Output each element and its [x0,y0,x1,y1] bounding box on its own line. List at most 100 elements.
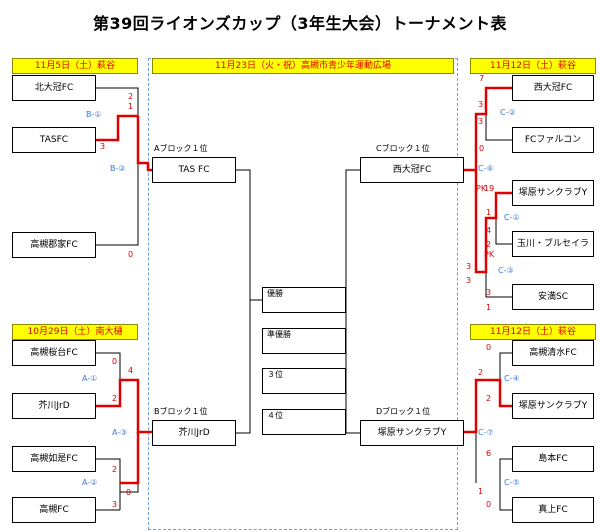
team-block-c-winner: 西大冠FC [360,157,464,183]
line-makami [499,483,512,511]
block-b-label: Bブロック１位 [154,407,208,416]
line-kitaoukan [96,87,139,116]
game-label-c6: C-⑥ [478,164,494,173]
team-takatsuki-fc: 高槻FC [12,497,96,523]
team-akutagawa-jrd: 芥川JrD [12,393,96,419]
team-tasfc: TASFC [12,127,96,153]
runner-up-label: 準優勝 [267,330,291,339]
game-label-c1: C-① [504,213,520,222]
team-takatsuki-sakuradai: 高槻桜台FC [12,340,96,366]
score-c5-top: 6 [486,449,492,458]
game-label-a1: A-① [82,374,98,383]
block-c-label: Cブロック１位 [376,144,430,153]
fourth-place-label: ４位 [267,411,283,420]
line-a-final [236,169,262,301]
line-shimizu [499,352,512,380]
team-tamagawa-bulseira: 玉川・ブルセイラ [512,231,594,257]
score-c3-bottom: 2 [486,240,492,249]
date-venue-header-center: 11月23日（火・祝）高槻市青少年運動広場 [152,58,454,74]
score-c6-bottom: 3 [478,117,484,126]
win-path-b2 [136,116,152,172]
game-label-c7: C-⑦ [478,428,494,437]
game-label-c3: C-③ [498,266,514,275]
game-label-c4: C-④ [504,374,520,383]
pk-label-c3: PK [484,250,495,259]
team-kitaoukan: 北大冠FC [12,75,96,101]
score-c6-low-bottom-top: 3 [486,288,492,297]
game-label-c2: C-② [500,108,516,117]
game-label-a2: A-② [82,478,98,487]
score-b1-top: 2 [128,92,134,101]
score-c1-extra: 1 [486,208,492,217]
line-b-final [236,300,251,434]
score-a2-top: 2 [112,465,118,474]
score-c7-top: 2 [478,368,484,377]
win-path-a2 [120,432,140,485]
date-venue-header-top-right: 11月12日（土）萩谷 [470,58,596,74]
win-path-akutagawa [96,378,152,434]
line-tamagawa [495,218,512,245]
score-c6-low-top: 3 [466,262,472,271]
line-falcon [485,114,512,141]
date-venue-header-top-left: 11月5日（土）萩谷 [12,58,138,74]
team-takatsuki-gunke: 高槻郡家FC [12,232,96,258]
team-block-a-winner: TAS FC [152,157,236,183]
champion-label: 優勝 [267,289,283,298]
team-tsukahara-suncrub-y-top: 塚原サンクラブY [512,180,594,206]
score-c3-top: 4 [486,226,492,235]
team-shima: 島本FC [512,446,594,472]
score-c6-top: 3 [478,100,484,109]
third-place-label: ３位 [267,370,283,379]
team-fc-falcon: FCファルコン [512,127,594,153]
team-tsukahara-suncrub-y-mid: 塚原サンクラブY [512,393,594,419]
line-c-final [345,169,360,300]
line-sakuradai [96,352,121,380]
score-c7-bottom: 1 [478,487,484,496]
team-block-b-winner: 芥川JrD [152,420,236,446]
score-c2-top: 7 [479,74,485,83]
score-c1-top: 19 [484,184,495,193]
block-d-label: Dブロック１位 [376,407,431,416]
score-a3-top: 4 [128,366,134,375]
score-a2-bottom: 0 [126,488,132,497]
date-venue-header-bottom-left: 10月29日（土）南大樋 [12,324,138,340]
score-c4-top: 0 [486,343,492,352]
score-b1-bottom: 3 [100,142,106,151]
win-path-tsukahara-top [474,170,512,274]
score-c3-extra: 3 [466,276,472,285]
team-takatsuki-shimizu: 高槻清水FC [512,340,594,366]
game-label-b2: B-② [110,164,126,173]
fourth-place-box: ４位 [262,409,346,435]
score-c5-bottom: 0 [486,500,492,509]
game-label-b1: B-① [86,110,102,119]
win-path-tasfc [96,114,138,142]
score-c4-bottom: 2 [486,394,492,403]
score-b2-bottom: 0 [128,250,134,259]
team-nishiokan: 西大冠FC [512,75,594,101]
score-a1-top: 0 [112,357,118,366]
score-c2-bottom: 0 [479,144,485,153]
champion-box: 優勝 [262,287,346,313]
line-d-final [345,300,360,434]
game-label-c5: C-⑤ [504,478,520,487]
line-shima [499,458,512,483]
game-label-a3: A-③ [112,428,128,437]
win-path-nishiokan [464,86,512,172]
page-title: 第39回ライオンズカップ（3年生大会）トーナメント表 [92,14,508,33]
score-a3-bottom: 3 [112,500,118,509]
third-place-box: ３位 [262,368,346,394]
runner-up-box: 準優勝 [262,328,346,354]
line-gunke [96,163,139,246]
pk-label-c6: PK [476,184,487,193]
team-takatsuki-kashou: 高槻如是FC [12,446,96,472]
win-path-tsukahara-mid [464,378,512,434]
team-abe-sc: 安満SC [512,284,594,310]
team-block-d-winner: 塚原サンクラブY [360,420,464,446]
block-a-label: Aブロック１位 [154,144,208,153]
line-kashou [96,458,121,483]
score-a1-bottom: 2 [112,394,118,403]
team-makami: 真上FC [512,497,594,523]
score-b2-top: 1 [128,102,134,111]
